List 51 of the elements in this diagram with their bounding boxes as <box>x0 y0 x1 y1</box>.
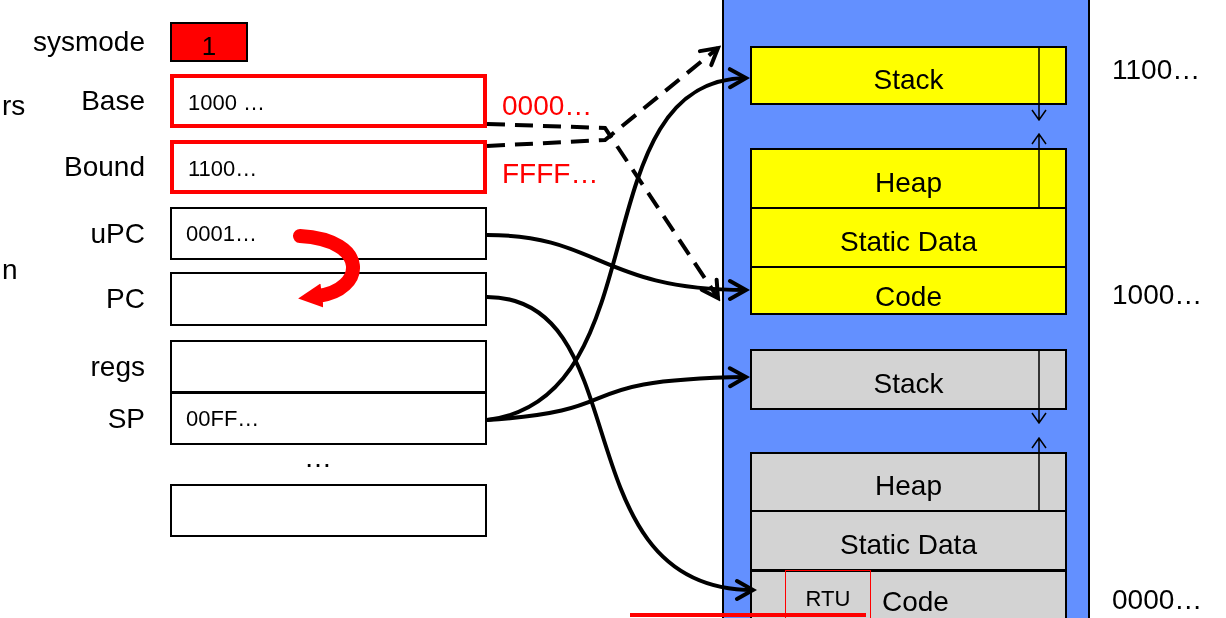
register-name: sysmode <box>32 28 145 56</box>
register-box <box>170 140 487 194</box>
register-name: SP <box>107 404 145 433</box>
segment-label: Static Data <box>839 227 978 256</box>
address-label: FFFF… <box>502 160 599 188</box>
register-name: PC <box>106 285 145 313</box>
segment-label: Heap <box>874 472 943 500</box>
segment-label: Static Data <box>839 530 978 559</box>
arrow <box>486 233 748 301</box>
address-label: 1100… <box>1112 56 1201 84</box>
address-label: 1000… <box>1112 281 1203 309</box>
segment-label: Stack <box>872 369 945 398</box>
code-segment <box>750 266 1067 315</box>
register-name: uPC <box>90 219 145 248</box>
arrow <box>486 366 748 422</box>
register-box <box>170 272 487 326</box>
register-box <box>170 207 487 260</box>
segment-label: Heap <box>874 168 943 197</box>
register-name: Base <box>81 87 145 115</box>
mode-value: 1 <box>200 33 218 59</box>
cropped-text: n <box>2 256 18 284</box>
register-value: 0001… <box>186 222 257 245</box>
register-value: 00FF… <box>186 407 260 430</box>
address-label: 0000… <box>1112 586 1203 614</box>
register-value: 1000 … <box>188 92 266 114</box>
cropped-text: rs <box>2 92 26 120</box>
register-box <box>170 392 487 445</box>
code-segment <box>750 570 1067 618</box>
stack-segment <box>750 46 1067 105</box>
heap-segment <box>750 148 1067 209</box>
register-box <box>170 340 487 393</box>
segment-label: Code <box>882 588 949 616</box>
stack-segment <box>750 349 1067 410</box>
register-name: Bound <box>64 153 145 181</box>
heap-segment <box>750 452 1067 512</box>
address-label: 0000… <box>502 92 593 120</box>
static-data-segment <box>750 207 1067 268</box>
register-box <box>170 74 487 128</box>
segment-label: Code <box>874 282 943 311</box>
memory-column <box>722 0 1090 618</box>
segment-label: RTU <box>804 588 852 610</box>
dashed-arrow <box>486 46 720 148</box>
register-value: 1100… <box>188 158 258 180</box>
static-data-segment <box>750 510 1067 571</box>
dashed-arrow <box>486 122 720 300</box>
arrow <box>486 295 755 599</box>
mode-register <box>170 22 248 62</box>
ellipsis: … <box>304 444 332 472</box>
register-name: regs <box>90 352 145 381</box>
register-box <box>170 484 487 537</box>
segment-label: Stack <box>872 65 945 94</box>
